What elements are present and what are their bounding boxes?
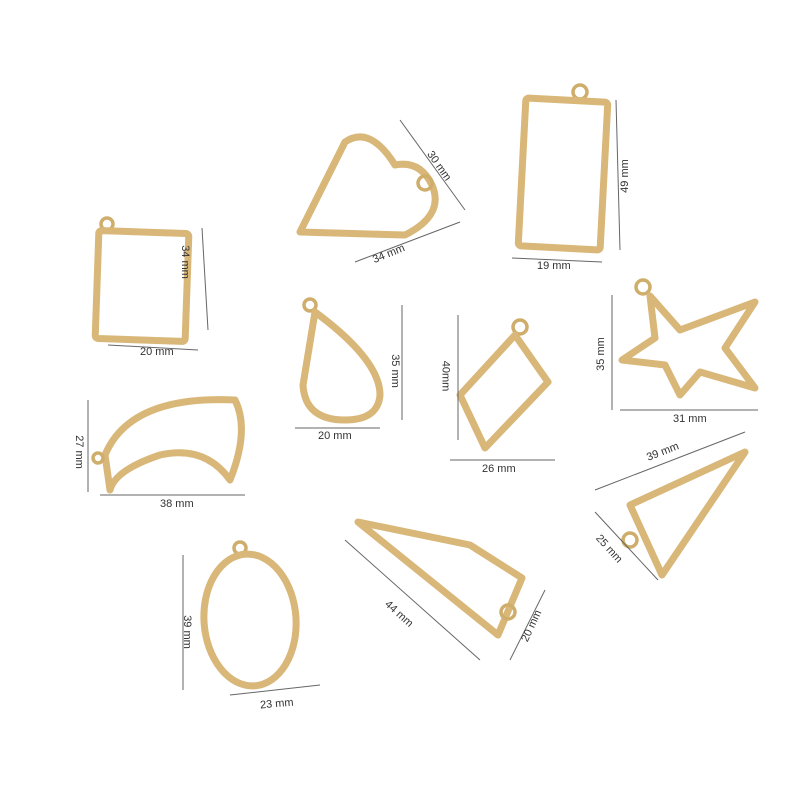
tall-rectangle-height-label: 49 mm bbox=[618, 159, 631, 193]
crescent-moon-pendant bbox=[87, 396, 245, 496]
rhombus-height-label: 40mm bbox=[439, 360, 452, 392]
star-height-label: 35 mm bbox=[594, 337, 607, 371]
moon-width-label: 38 mm bbox=[160, 498, 194, 510]
heart-pendant bbox=[296, 119, 466, 263]
star-pendant bbox=[611, 278, 759, 411]
oval-pendant bbox=[182, 540, 321, 696]
triangle-pendant bbox=[594, 431, 749, 581]
teardrop-pendant bbox=[295, 297, 403, 429]
teardrop-width-label: 20 mm bbox=[318, 430, 352, 442]
small-rectangle-height-label: 34 mm bbox=[178, 245, 191, 279]
house-pendant bbox=[344, 518, 546, 661]
small-rectangle-width-label: 20 mm bbox=[140, 346, 174, 358]
small-rectangle-pendant bbox=[91, 216, 209, 351]
rhombus-pendant bbox=[450, 315, 555, 461]
moon-height-label: 27 mm bbox=[72, 435, 85, 469]
rhombus-width-label: 26 mm bbox=[482, 463, 516, 475]
teardrop-height-label: 35 mm bbox=[388, 354, 401, 388]
oval-height-label: 39 mm bbox=[180, 615, 193, 649]
star-width-label: 31 mm bbox=[673, 413, 707, 425]
tall-rectangle-width-label: 19 mm bbox=[537, 260, 571, 272]
tall-rectangle-pendant bbox=[511, 83, 621, 263]
